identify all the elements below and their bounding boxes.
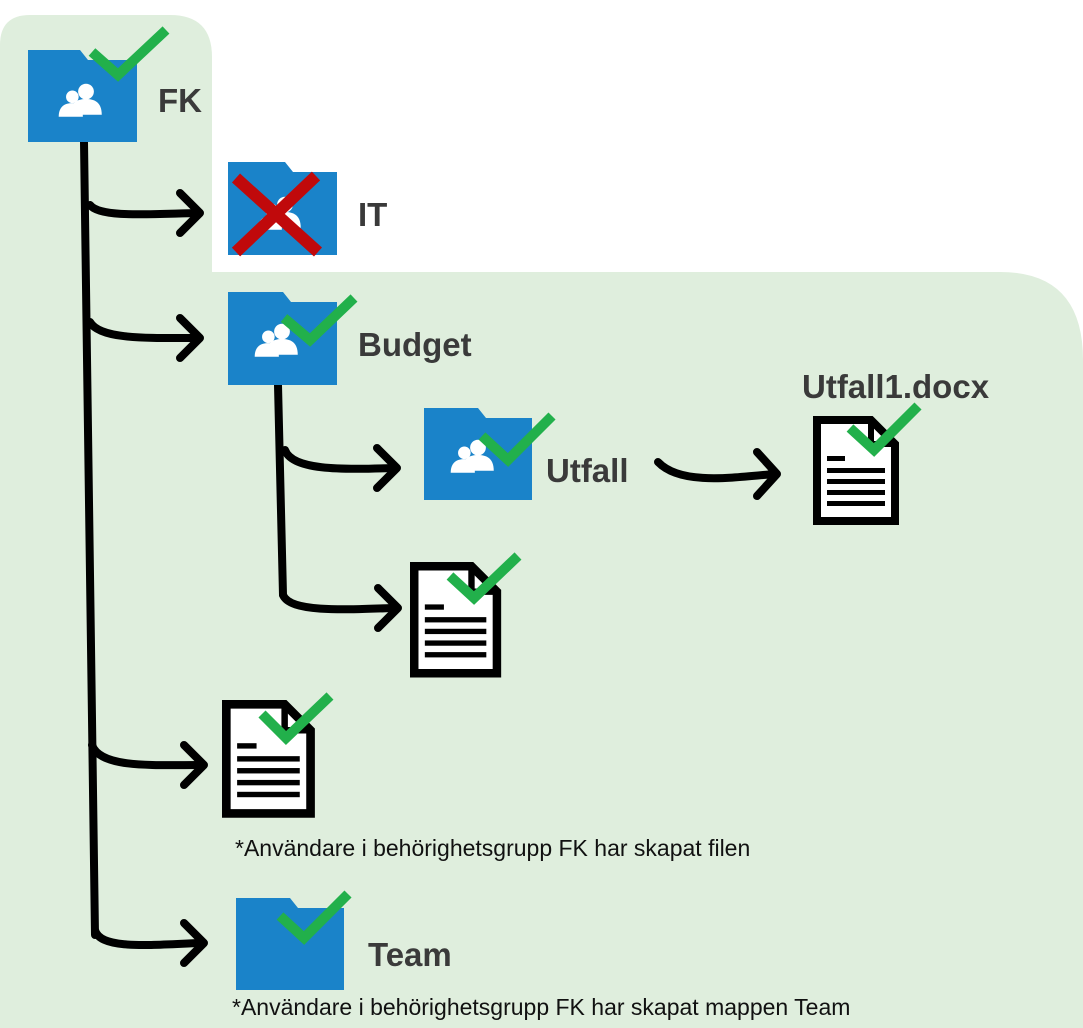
folder-budget[interactable] xyxy=(228,292,358,385)
label-utfall: Utfall xyxy=(546,452,629,489)
tree-connectors xyxy=(80,138,781,967)
label-fk: FK xyxy=(158,82,202,119)
checkmark-icon xyxy=(846,402,922,457)
checkmark-icon xyxy=(276,890,352,945)
label-team: Team xyxy=(368,936,452,973)
folder-it[interactable] xyxy=(228,162,337,257)
folder-note: *Användare i behörighetsgrupp FK har ska… xyxy=(232,994,851,1020)
document-budget[interactable] xyxy=(414,552,522,673)
document-fk[interactable] xyxy=(226,692,334,813)
cross-icon xyxy=(231,171,323,257)
file-note: *Användare i behörighetsgrupp FK har ska… xyxy=(235,835,751,861)
label-utfall1: Utfall1.docx xyxy=(802,368,990,405)
folder-utfall[interactable] xyxy=(424,408,556,500)
folder-team[interactable] xyxy=(236,890,352,990)
label-it: IT xyxy=(358,196,388,233)
checkmark-icon xyxy=(446,552,522,605)
folder-fk[interactable] xyxy=(28,26,170,142)
label-budget: Budget xyxy=(358,326,472,363)
permission-area xyxy=(0,15,1083,1028)
checkmark-icon xyxy=(280,294,358,347)
document-utfall1[interactable] xyxy=(817,402,922,521)
checkmark-icon xyxy=(258,692,334,745)
checkmark-icon xyxy=(88,26,170,82)
checkmark-icon xyxy=(478,412,556,467)
